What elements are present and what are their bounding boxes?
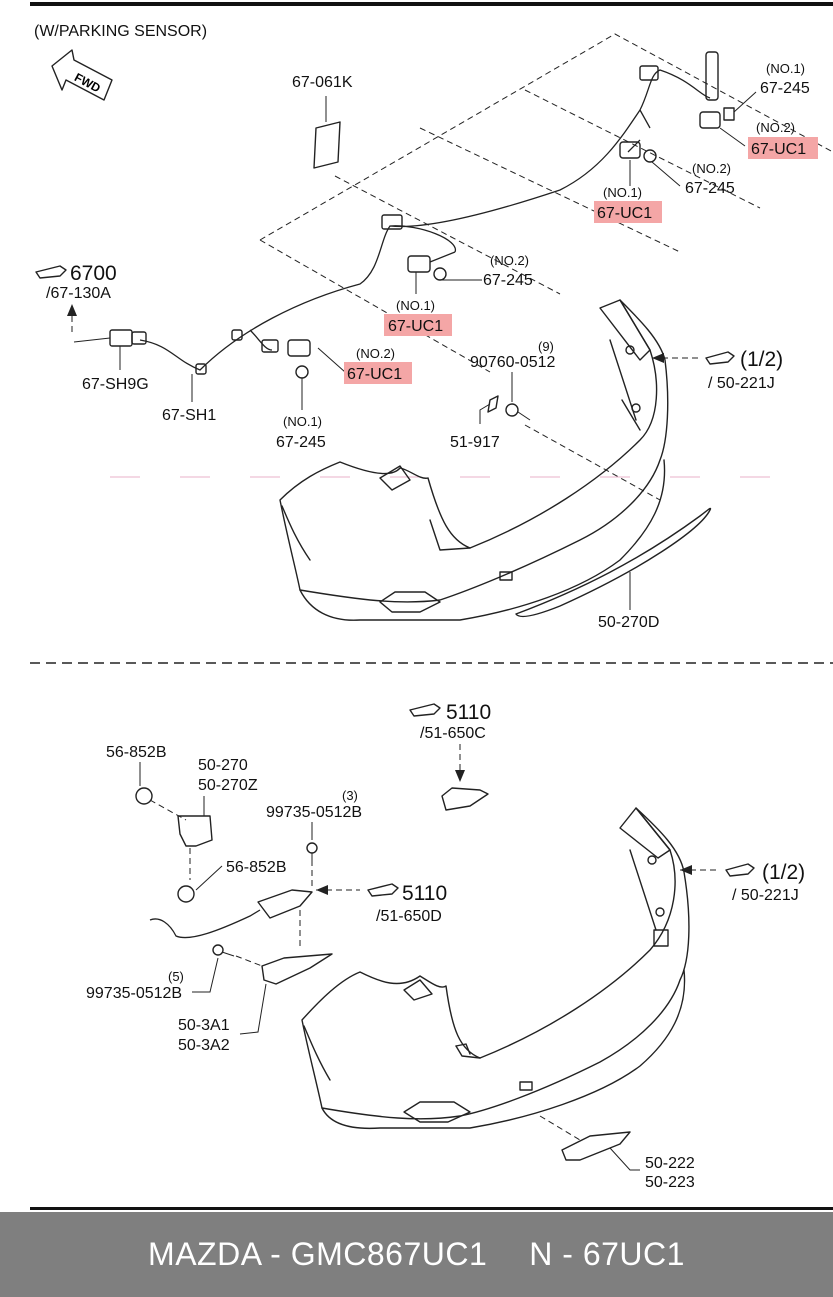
part-67-061k: 67-061K (292, 74, 353, 91)
lamp-bracket-part (261, 953, 333, 985)
sensor-harness-wire (139, 69, 711, 371)
part-67-245-d: 67-245 (276, 434, 326, 451)
parts-diagram: (W/PARKING SENSOR) FWD 67-061K (30, 2, 833, 1210)
lamp-part-top (441, 787, 489, 811)
part-67-sh9g: 67-SH9G (82, 376, 149, 393)
harness-connectors (73, 51, 719, 375)
reflector-part (561, 1131, 631, 1161)
part-67-uc1-d: 67-UC1 (347, 366, 402, 383)
svg-text:(1/2): (1/2) (740, 348, 783, 371)
part-99735-0512b-b: 99735-0512B (86, 985, 182, 1002)
part-51-917: 51-917 (450, 434, 500, 451)
part-50-222: 50-222 (645, 1155, 695, 1172)
leader-dashed (334, 89, 761, 295)
hand-pointer-icon (409, 703, 441, 717)
part-56-852b-b: 56-852B (226, 859, 287, 876)
svg-text:/67-130A: /67-130A (46, 285, 111, 302)
label-sticker-part (313, 96, 341, 169)
hand-pointer-icon (705, 351, 735, 365)
part-67-uc1-a: 67-UC1 (751, 141, 806, 158)
part-50-3a1: 50-3A1 (178, 1017, 230, 1034)
harness-leaders (119, 346, 193, 402)
grommet-icon (177, 885, 195, 903)
hand-pointer-icon (35, 265, 67, 279)
label-no1-b: (NO.1) (603, 185, 642, 200)
part-67-245-b: 67-245 (685, 180, 735, 197)
part-67-sh1: 67-SH1 (162, 407, 216, 424)
header-note: (W/PARKING SENSOR) (34, 23, 207, 40)
part-50-3a2: 50-3A2 (178, 1037, 230, 1054)
label-no2-a: (NO.2) (756, 120, 795, 135)
svg-text:/51-650C: /51-650C (420, 725, 486, 742)
grommet-icon (135, 787, 153, 805)
label-no2-c: (NO.2) (490, 253, 529, 268)
footer-ref-number: N - 67UC1 (529, 1236, 685, 1272)
rear-bumper-lower (301, 807, 690, 1130)
footer-bar: MAZDA - GMC867UC1 N - 67UC1 (0, 1212, 833, 1297)
label-no1-c: (NO.1) (396, 298, 435, 313)
highlight-67-uc1-a (384, 314, 452, 336)
part-67-245-c: 67-245 (483, 272, 533, 289)
svg-text:(1/2): (1/2) (762, 861, 805, 884)
callout-5110-top: 5110 /51-650C (409, 701, 491, 742)
highlight-67-uc1-d (344, 362, 412, 384)
svg-text:/ 50-221J: / 50-221J (708, 375, 775, 392)
part-67-245-a: 67-245 (760, 80, 810, 97)
clip-icon (487, 395, 499, 413)
label-no1-a: (NO.1) (766, 61, 805, 76)
part-50-270: 50-270 (198, 757, 248, 774)
callout-5110-mid: 5110 /51-650D (367, 882, 447, 925)
highlight-67-uc1-c (748, 137, 818, 159)
part-50-270z: 50-270Z (198, 777, 258, 794)
part-67-uc1-c: 67-UC1 (388, 318, 443, 335)
fwd-arrow-icon: FWD (51, 49, 113, 101)
screw-icon (212, 944, 235, 957)
part-50-223: 50-223 (645, 1174, 695, 1191)
label-no2-d: (NO.2) (356, 346, 395, 361)
part-90760-0512: 90760-0512 (470, 354, 556, 371)
callout-1-2-top: (1/2) / 50-221J (705, 348, 783, 392)
svg-text:5110: 5110 (402, 882, 447, 905)
parking-sensor-icon (287, 107, 735, 379)
hand-pointer-icon (725, 863, 755, 877)
license-lamp-part (257, 889, 313, 919)
highlight-67-uc1-b (594, 201, 662, 223)
top-border (30, 2, 833, 6)
svg-text:/ 50-221J: / 50-221J (732, 887, 799, 904)
part-50-270d: 50-270D (598, 614, 659, 631)
svg-text:/51-650D: /51-650D (376, 908, 442, 925)
bolt-icon (505, 403, 531, 421)
callout-1-2-bottom: (1/2) / 50-221J (725, 861, 805, 904)
label-no1-d: (NO.1) (283, 414, 322, 429)
label-no2-b: (NO.2) (692, 161, 731, 176)
svg-text:5110: 5110 (446, 701, 491, 724)
bottom-border (30, 1207, 833, 1210)
part-67-uc1-b: 67-UC1 (597, 205, 652, 222)
dashed-boundary (259, 33, 833, 373)
sensor-leaders (301, 91, 757, 410)
qty-9: (9) (538, 339, 554, 354)
lamp-wire (149, 909, 261, 939)
screw-icon (306, 842, 318, 866)
garnish-strip-50-270d (515, 507, 712, 618)
svg-text:6700: 6700 (70, 262, 117, 285)
part-56-852b-a: 56-852B (106, 744, 167, 761)
qty-5: (5) (168, 969, 184, 984)
callout-6700: 6700 /67-130A (35, 262, 117, 302)
part-99735-0512b-a: 99735-0512B (266, 804, 362, 821)
rear-bumper-upper (279, 299, 669, 621)
bracket-part (177, 815, 213, 847)
qty-3: (3) (342, 788, 358, 803)
footer-part-number: MAZDA - GMC867UC1 (148, 1236, 488, 1272)
hand-pointer-icon (367, 883, 399, 897)
